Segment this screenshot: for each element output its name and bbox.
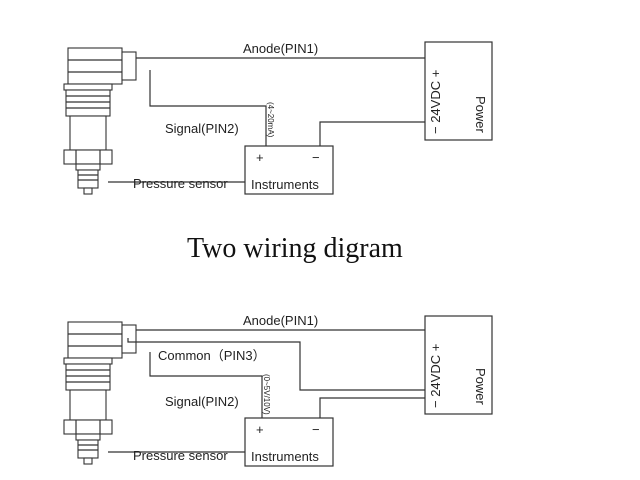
top-instruments-label: Instruments — [251, 177, 319, 192]
top-negative-wire — [319, 121, 425, 150]
top-anode-label: Anode(PIN1) — [243, 41, 318, 56]
bottom-range-label: (0~5V/10V) — [262, 374, 271, 415]
bottom-common-wire — [127, 338, 425, 391]
bottom-power-box — [424, 315, 493, 415]
top-instruments-box — [244, 145, 334, 195]
bottom-instruments-minus: − — [312, 422, 320, 437]
bottom-instruments-label: Instruments — [251, 449, 319, 464]
bottom-voltage-label: − 24VDC + — [428, 344, 443, 408]
bottom-common-label: Common（PIN3） — [158, 348, 266, 363]
top-range-label: (4~20mA) — [266, 102, 275, 138]
top-signal-label: Signal(PIN2) — [165, 121, 239, 136]
bottom-pressure-sensor-icon — [63, 321, 137, 465]
bottom-negative-wire — [319, 397, 425, 420]
bottom-signal-wire — [149, 352, 263, 420]
bottom-instruments-box — [244, 417, 334, 467]
top-wiring-diagram: − 24VDC + Power + − Instruments Anode(PI… — [63, 41, 493, 195]
bottom-instruments-plus: + — [256, 422, 264, 437]
bottom-signal-label: Signal(PIN2) — [165, 394, 239, 409]
diagram-title: Two wiring digram — [187, 233, 403, 264]
top-power-box — [424, 41, 493, 141]
top-pressure-sensor-icon — [63, 47, 137, 195]
top-signal-wire — [149, 70, 267, 148]
top-instruments-plus: + — [256, 150, 264, 165]
bottom-wiring-diagram: − 24VDC + Power + − Instruments Anode(PI… — [63, 313, 493, 467]
top-voltage-label: − 24VDC + — [428, 70, 443, 134]
top-instruments-minus: − — [312, 150, 320, 165]
bottom-sensor-label: Pressure sensor — [133, 448, 228, 463]
top-power-label: Power — [473, 96, 488, 134]
bottom-anode-label: Anode(PIN1) — [243, 313, 318, 328]
top-sensor-label: Pressure sensor — [133, 176, 228, 191]
bottom-power-label: Power — [473, 368, 488, 406]
